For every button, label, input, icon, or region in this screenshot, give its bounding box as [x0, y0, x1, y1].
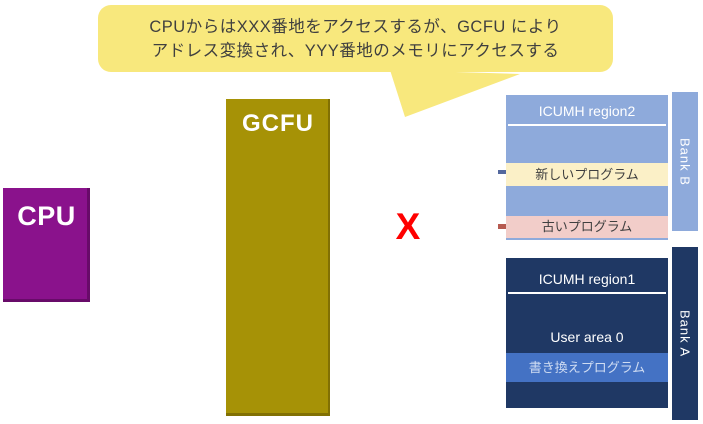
bank-a-sidebar-label: Bank A — [677, 309, 693, 358]
callout-text-line2: アドレス変換され、YYY番地のメモリにアクセスする — [151, 41, 560, 60]
bank-b-block: ICUMH region2 新しいプログラム 古いプログラム — [506, 95, 668, 240]
x-marker: X — [395, 206, 421, 247]
callout-bubble: CPUからはXXX番地をアクセスするが、GCFU により アドレス変換され、YY… — [98, 5, 613, 72]
user-area-label: User area 0 — [550, 329, 624, 345]
old-program-segment: 古いプログラム — [506, 216, 668, 238]
cpu-box: CPU — [3, 188, 90, 302]
bank-b-region-title: ICUMH region2 — [538, 103, 636, 119]
gcfu-label: GCFU — [242, 110, 314, 137]
bank-a-block: ICUMH region1 User area 0 書き換えプログラム — [506, 258, 668, 408]
connector-stub-red — [498, 224, 506, 229]
callout-text-line1: CPUからはXXX番地をアクセスするが、GCFU により — [149, 17, 562, 36]
cpu-label: CPU — [17, 201, 76, 231]
bank-a-region-title: ICUMH region1 — [538, 271, 636, 287]
callout-tail — [390, 70, 520, 117]
new-program-segment: 新しいプログラム — [506, 163, 668, 186]
rewrite-program-segment: 書き換えプログラム — [506, 353, 668, 382]
bank-a-region-divider — [508, 292, 666, 294]
connector-stub-blue — [498, 170, 506, 174]
gcfu-bar: GCFU — [226, 99, 330, 416]
bank-b-sidebar: Bank B — [672, 92, 698, 231]
bank-b-sidebar-label: Bank B — [677, 137, 693, 186]
bank-b-region-divider — [508, 124, 666, 126]
bank-a-sidebar: Bank A — [672, 247, 698, 420]
